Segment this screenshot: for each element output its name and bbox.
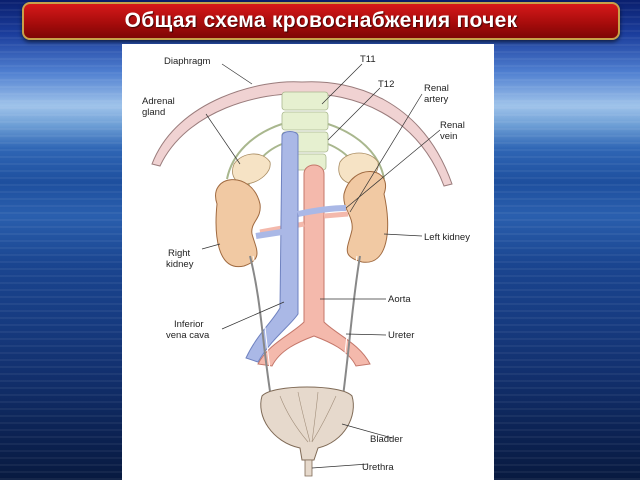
slide-title: Общая схема кровоснабжения почек (124, 9, 518, 32)
label-renal-vein-line2: vein (440, 131, 457, 142)
diagram-panel: Diaphragm T11 T12 Adrenal gland Renal ar… (122, 44, 494, 480)
label-aorta: Aorta (388, 294, 411, 305)
label-ureter: Ureter (388, 330, 414, 341)
bladder-folds (279, 391, 337, 443)
label-ivc-line1: Inferior (174, 319, 204, 330)
label-t12: T12 (378, 79, 394, 90)
label-adrenal-line1: Adrenal (142, 96, 175, 107)
urethra-shape (304, 459, 313, 477)
bladder-shape (260, 386, 354, 461)
label-ivc-line2: vena cava (166, 330, 210, 341)
label-renal-vein-line1: Renal (440, 120, 465, 131)
label-bladder: Bladder (370, 434, 403, 445)
left-kidney (343, 171, 389, 263)
label-right-kidney-line1: Right (168, 248, 191, 259)
label-renal-artery-line1: Renal (424, 83, 449, 94)
label-adrenal-line2: gland (142, 107, 165, 118)
left-renal-artery (323, 211, 349, 219)
label-renal-artery-line2: artery (424, 94, 449, 105)
leader-lines (201, 63, 441, 469)
left-ureter (341, 255, 361, 405)
right-renal-vein (255, 229, 283, 239)
right-ureter (249, 255, 273, 405)
left-renal-vein (297, 205, 347, 217)
label-urethra: Urethra (362, 462, 394, 473)
inferior-vena-cava (245, 131, 299, 363)
label-right-kidney-line2: kidney (166, 259, 194, 270)
right-kidney (215, 179, 261, 268)
right-adrenal-gland (232, 153, 271, 185)
label-diaphragm: Diaphragm (164, 56, 211, 67)
diaphragm-shape (151, 81, 453, 187)
label-t11: T11 (360, 54, 376, 65)
title-banner: Общая схема кровоснабжения почек (22, 2, 620, 40)
label-left-kidney: Left kidney (424, 232, 470, 243)
kidney-diagram: Diaphragm T11 T12 Adrenal gland Renal ar… (142, 54, 470, 477)
